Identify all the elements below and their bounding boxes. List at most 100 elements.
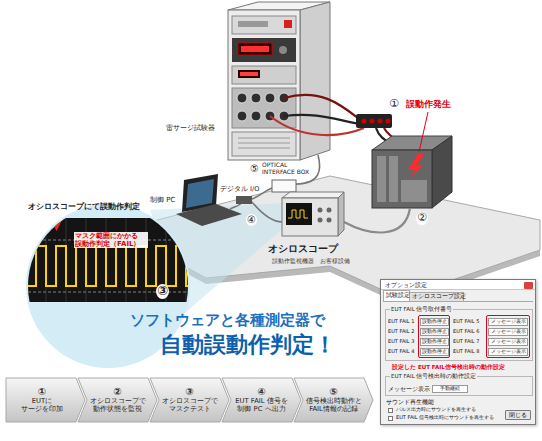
headline: ソフトウェアと各種測定器で [130, 312, 325, 329]
scope-top [282, 192, 344, 198]
select-field: メッセージ表示 [488, 318, 528, 326]
scope-side [338, 192, 344, 236]
output-terminal [265, 93, 275, 103]
equipment-label: オシロスコープ [268, 243, 338, 255]
signal-cable [344, 208, 410, 232]
tab-label: 試験設定 [386, 292, 410, 298]
terminal-screw [370, 119, 375, 124]
button-label: 閉じる [509, 412, 527, 418]
digital-io-box [236, 196, 252, 204]
alert-label: 誤動作発生 [406, 99, 451, 109]
scope-trace [28, 246, 194, 286]
field-value: メッセージ表示 [491, 329, 526, 335]
laptop-display [186, 179, 214, 208]
eut-module [389, 156, 398, 202]
callout-number: ② [416, 212, 428, 225]
equipment-label: 制御 PC [150, 196, 175, 204]
knob [318, 218, 323, 223]
scope-trace [288, 210, 308, 218]
step-text: 信号検出時動作と FAIL情報の記録 [305, 398, 363, 414]
field-value: メッセージ表示 [491, 349, 526, 355]
section-label: サウンド再生機能 [386, 399, 434, 405]
chevron-shape [222, 378, 301, 422]
callout-number: ⑤ [249, 163, 260, 175]
rack-panel [232, 16, 296, 34]
cable [270, 116, 364, 135]
display-digits [241, 46, 269, 52]
display [238, 70, 260, 78]
field-label: EUT FAIL 6 [453, 329, 479, 335]
select-field: メッセージ表示 [488, 328, 528, 336]
lens-highlight [150, 203, 286, 312]
chevron-shape [6, 378, 85, 422]
equipment-note: 誤動作監視機器 お客様設備 [272, 258, 350, 264]
rack-front [228, 10, 300, 160]
checkbox [388, 408, 393, 413]
callout-number: ④ [246, 214, 257, 226]
output-terminal [251, 93, 261, 103]
eut [372, 136, 452, 208]
emergency-button [284, 20, 292, 28]
eut-side [432, 136, 452, 208]
field-value: 誤動作停止 [422, 349, 447, 355]
checkbox-label: パルス出力時にサウンドを再生する [396, 407, 476, 413]
control-pc [176, 174, 242, 226]
field-value: 誤動作停止 [422, 319, 447, 325]
select-field: メッセージ表示 [488, 338, 528, 346]
step-chevron: ②オシロスコープで 動作状態を監視 [78, 378, 148, 422]
eut-front [372, 150, 432, 208]
step-number: ② [113, 386, 121, 398]
display [238, 43, 272, 55]
grid-line [106, 218, 107, 302]
vent-lines [238, 138, 290, 148]
leader-line [419, 112, 428, 152]
grid-line [66, 218, 67, 302]
close-icon [524, 282, 533, 289]
surge-cables [270, 95, 404, 147]
malfunction-mark [408, 154, 424, 178]
optical-interface-box [272, 180, 296, 192]
tab-label: オシロスコープ設定 [412, 293, 466, 299]
grid-line [146, 218, 147, 302]
step-number: ④ [257, 386, 265, 398]
rack-panel [232, 66, 296, 84]
chevron-shape [294, 378, 373, 422]
terminal-screw [386, 119, 391, 124]
rack-panel [232, 88, 296, 128]
grid-line [186, 218, 187, 302]
step-chevron: ③オシロスコープで マスクテスト [150, 378, 220, 422]
rack-side [300, 2, 330, 160]
terminal-block [356, 114, 392, 128]
annotation: 設定した EUT FAIL信号検出時の動作設定 [392, 364, 505, 370]
chevron-shape [150, 378, 229, 422]
display-digits [240, 72, 258, 76]
callout-number: ① [388, 98, 400, 111]
field-value: 誤動作停止 [422, 339, 447, 345]
field-value: 誤動作停止 [422, 329, 447, 335]
terminal-screw [362, 119, 367, 124]
close-button: 閉じる [505, 410, 531, 420]
field-label: EUT FAIL 4 [388, 349, 414, 355]
field-label: EUT FAIL 3 [388, 339, 414, 345]
select-field: メッセージ表示 [488, 348, 528, 356]
select-field: 誤動作停止 [420, 338, 449, 346]
cable [284, 115, 360, 124]
equipment-label: デジタル I/O [220, 186, 259, 193]
select-field: 誤動作停止 [420, 328, 449, 336]
terminal-screw [378, 119, 383, 124]
step-text: EUT FAIL 信号を 制御 PC へ出力 [233, 398, 291, 414]
field-label: EUT FAIL 8 [453, 349, 479, 355]
field-value: メッセージ表示 [491, 339, 526, 345]
knob [318, 208, 323, 213]
output-terminal [237, 93, 247, 103]
scope-screen-group [26, 218, 194, 302]
step-chevron: ①EUTに サージを印加 [6, 378, 76, 422]
field-label: EUT FAIL 2 [388, 329, 414, 335]
eut-module [377, 156, 386, 202]
field-label: EUT FAIL 5 [453, 319, 479, 325]
chevron-shape [78, 378, 157, 422]
callout-number: ③ [156, 284, 169, 299]
select-field: 誤動作停止 [420, 348, 449, 356]
oscilloscope [282, 192, 344, 236]
